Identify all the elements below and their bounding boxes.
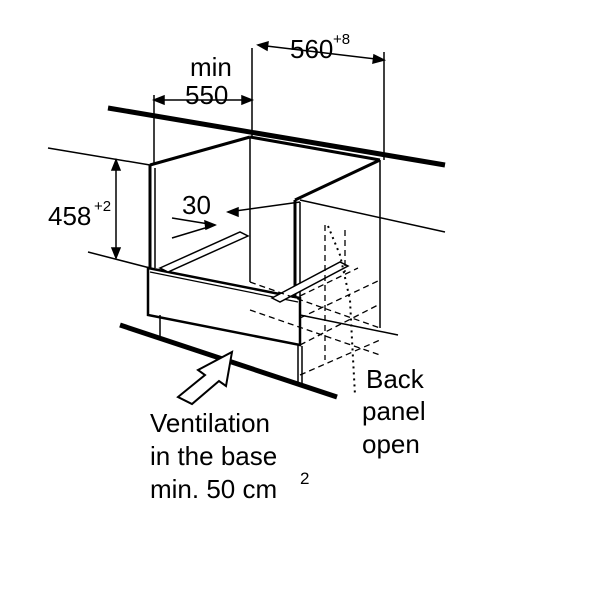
depth-tolerance: +8 xyxy=(333,31,350,48)
width-label-min: min xyxy=(190,52,232,82)
back-panel-line-3: open xyxy=(362,429,420,459)
right-cabinet-top-line xyxy=(299,199,446,233)
gap-dimension xyxy=(171,201,301,239)
hidden-lines xyxy=(249,225,381,376)
ventilation-arrow-icon xyxy=(176,350,234,406)
left-cabinet-bottom-line xyxy=(87,251,151,269)
niche-back-top xyxy=(249,135,381,162)
left-cabinet-top-line xyxy=(47,147,151,166)
back-panel-line-1: Back xyxy=(366,364,425,394)
base-box-front xyxy=(146,266,302,347)
ventilation-line-1: Ventilation xyxy=(150,408,270,438)
width-dimension xyxy=(151,48,255,165)
gap-value: 30 xyxy=(182,190,211,220)
niche-right-wall xyxy=(294,158,381,202)
depth-value: 560 xyxy=(290,34,333,64)
width-value: 550 xyxy=(185,80,228,110)
height-dimension xyxy=(110,157,122,261)
right-cabinet-bottom-line xyxy=(299,314,399,336)
back-panel-line-2: panel xyxy=(362,396,426,426)
niche-left-wall xyxy=(149,135,251,167)
depth-dimension xyxy=(256,40,387,160)
height-tolerance: +2 xyxy=(94,198,111,215)
ventilation-line-2: in the base xyxy=(150,441,277,471)
back-panel-leader xyxy=(327,225,356,396)
right-rail xyxy=(270,261,350,303)
left-rail xyxy=(158,231,250,273)
ventilation-line-3: min. 50 cm xyxy=(150,474,277,504)
countertop-line xyxy=(107,105,446,168)
ventilation-superscript: 2 xyxy=(300,469,309,488)
height-value: 458 xyxy=(48,201,91,231)
